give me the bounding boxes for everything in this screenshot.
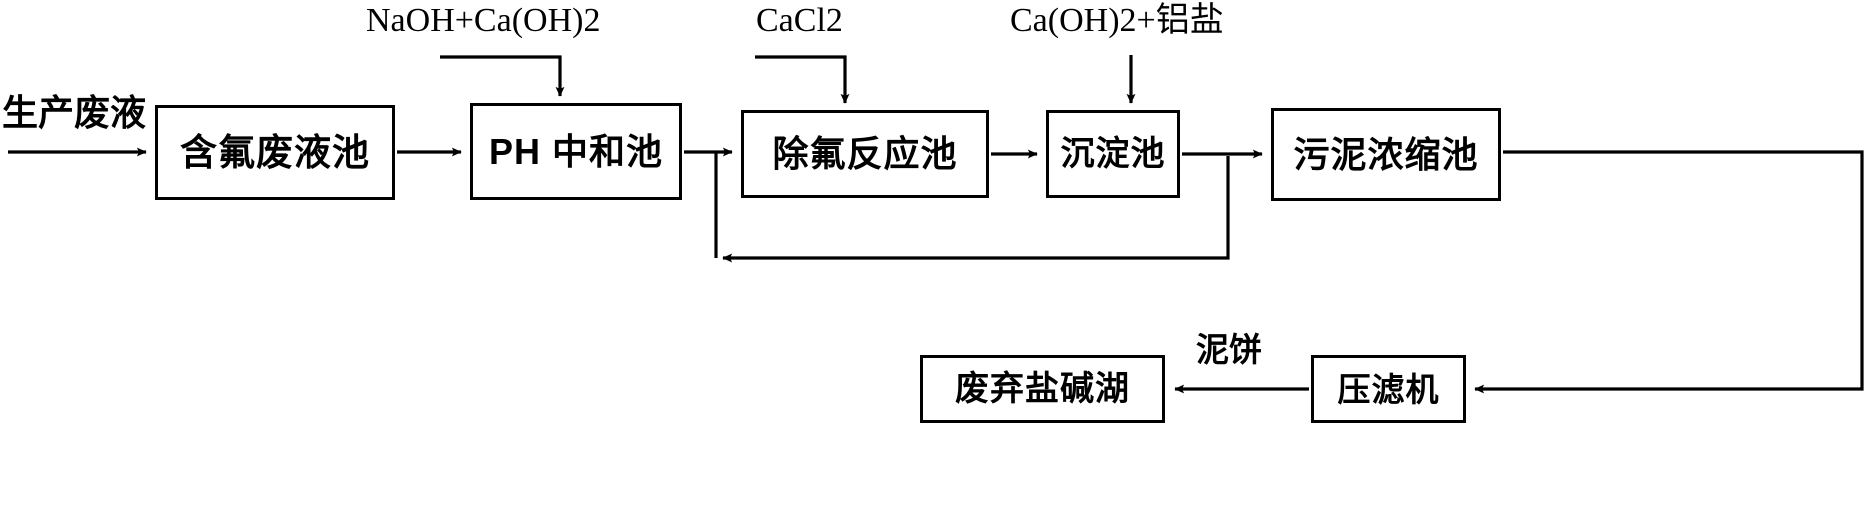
arrow-sedimentation-return-loop: [722, 156, 1230, 263]
reagent-naoh-caoh2-label: NaOH+Ca(OH)2: [366, 2, 601, 39]
node-sludge-thickening-pool[interactable]: 污泥浓缩池: [1271, 108, 1501, 201]
node-fluoride-waste-pool[interactable]: 含氟废液池: [155, 105, 395, 200]
node-label-abandoned-salt-lake: 废弃盐碱湖: [955, 370, 1130, 408]
node-defluorination-pool[interactable]: 除氟反应池: [741, 110, 989, 198]
node-label-fluoride-waste-pool: 含氟废液池: [180, 132, 370, 173]
influent-label: 生产废液: [2, 92, 147, 133]
reagent-cacl2-label: CaCl2: [756, 2, 843, 39]
node-label-sludge-thickening-pool: 污泥浓缩池: [1293, 133, 1479, 175]
mud-cake-label: 泥饼: [1196, 331, 1262, 368]
node-label-sedimentation-pool: 沉淀池: [1060, 135, 1166, 173]
node-label-ph-neutralization-pool: PH 中和池: [488, 130, 663, 172]
reagent-caoh2-alum-label: Ca(OH)2+铝盐: [1010, 2, 1224, 39]
node-filter-press[interactable]: 压滤机: [1311, 355, 1466, 423]
arrow-dose-cacl2: [755, 55, 850, 104]
node-label-filter-press: 压滤机: [1337, 370, 1440, 408]
arrow-thickening-to-filter-press: [1474, 150, 1864, 394]
arrow-dose-naoh-caoh2: [440, 55, 565, 97]
node-abandoned-salt-lake[interactable]: 废弃盐碱湖: [920, 355, 1165, 423]
node-label-defluorination-pool: 除氟反应池: [772, 133, 958, 174]
node-ph-neutralization-pool[interactable]: PH 中和池: [470, 103, 682, 200]
node-sedimentation-pool[interactable]: 沉淀池: [1046, 110, 1180, 198]
